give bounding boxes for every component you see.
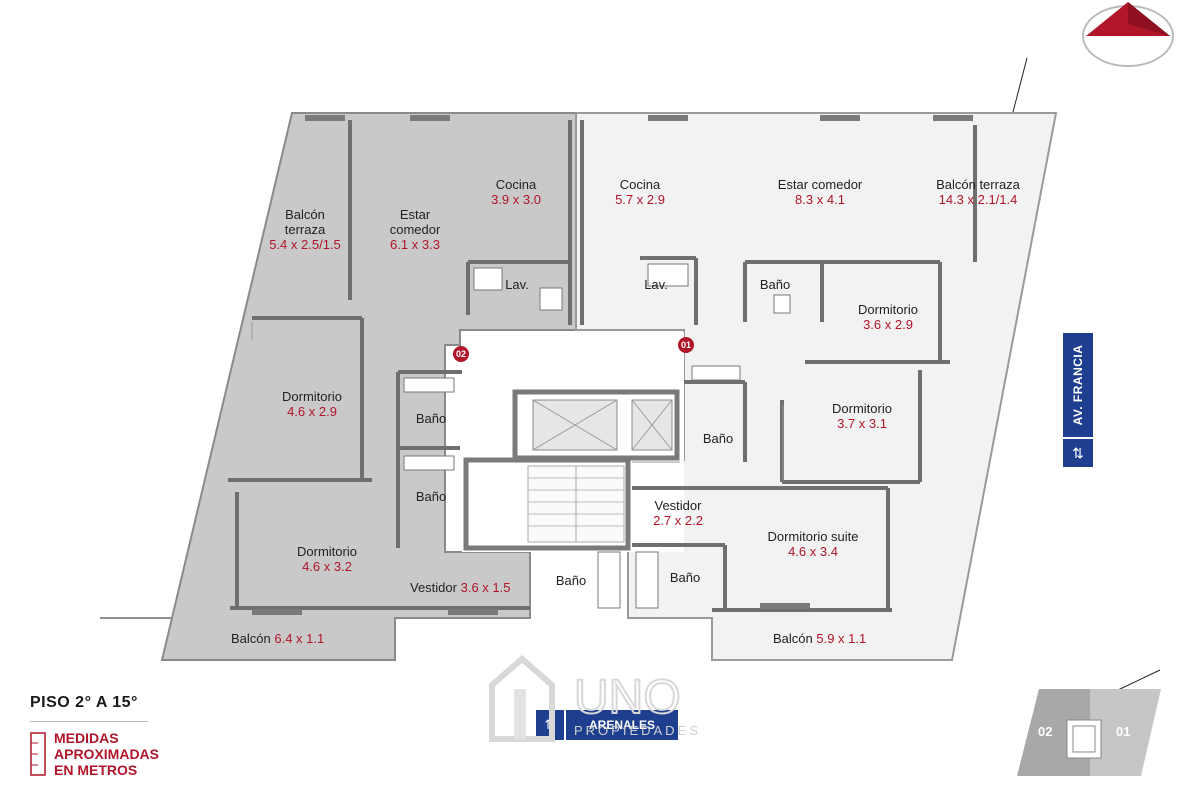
street-label-av-francia: AV. FRANCIA	[1063, 333, 1093, 437]
room-label: Cocina 3.9 x 3.0	[491, 177, 541, 207]
room-dimensions: 5.4 x 2.5/1.5	[269, 237, 341, 252]
room-label: Lav.	[505, 277, 529, 292]
room-label: Vestidor 2.7 x 2.2	[653, 498, 703, 528]
room-name: Baño	[702, 431, 734, 446]
room-name: Baño	[759, 277, 791, 292]
elevator-core	[512, 389, 680, 461]
room-label: Baño	[670, 570, 700, 585]
note-line: EN METROS	[54, 762, 138, 778]
room-label: Dormitorio 3.7 x 3.1	[832, 401, 892, 431]
room-dimensions: 3.6 x 1.5	[460, 580, 511, 595]
room-dimensions: 4.6 x 3.4	[788, 544, 838, 559]
street-name: AV. FRANCIA	[1071, 344, 1085, 426]
room-label: Balcón terraza 14.3 x 2.1/1.4	[936, 177, 1020, 207]
walls-unit-01	[580, 120, 977, 612]
room-label: Lav.	[644, 277, 668, 292]
walls-unit-02	[228, 120, 572, 610]
room-label: Baño	[416, 411, 446, 426]
room-name-line2: comedor	[389, 222, 441, 237]
room-name: Estar comedor	[777, 177, 863, 192]
room-label: Dormitorio 4.6 x 2.9	[282, 389, 342, 419]
room-name: Baño	[669, 570, 701, 585]
key-plan	[1017, 689, 1161, 776]
room-label: Balcón 6.4 x 1.1	[231, 631, 324, 646]
room-name: Dormitorio	[282, 389, 342, 404]
unit-badge-02: 02	[453, 346, 469, 362]
room-label: Estar comedor 8.3 x 4.1	[778, 177, 863, 207]
room-name-line1: Estar	[399, 207, 431, 222]
unit-01-area	[575, 112, 1058, 661]
street-direction-icon: ⇅	[1063, 439, 1093, 467]
room-dimensions: 4.6 x 2.9	[287, 404, 337, 419]
room-name: Vestidor	[410, 580, 457, 595]
room-dimensions: 6.4 x 1.1	[274, 631, 325, 646]
room-name: Dormitorio	[832, 401, 892, 416]
room-label: Baño	[703, 431, 733, 446]
fixtures	[403, 263, 791, 609]
room-name: Lav.	[505, 277, 529, 292]
room-name: Balcón	[773, 631, 813, 646]
room-name: Cocina	[495, 177, 537, 192]
room-dimensions: 5.7 x 2.9	[615, 192, 665, 207]
room-label: Estar comedor 6.1 x 3.3	[390, 207, 441, 252]
room-name: Dormitorio suite	[767, 529, 859, 544]
room-name: Dormitorio	[297, 544, 357, 559]
floor-title: PISO 2° A 15°	[30, 694, 138, 711]
uno-propiedades-logo: UNO PROPIEDADES	[489, 655, 701, 742]
room-dimensions: 2.7 x 2.2	[653, 513, 703, 528]
room-label: Baño	[416, 489, 446, 504]
windows	[252, 115, 973, 615]
unit-badge-01: 01	[678, 337, 694, 353]
room-name: Cocina	[619, 177, 661, 192]
key-plan-unit-02: 02	[1038, 724, 1053, 739]
note-line: MEDIDAS	[54, 730, 119, 746]
room-label: Cocina 5.7 x 2.9	[615, 177, 665, 207]
room-name: Baño	[415, 489, 447, 504]
logo-subtext: PROPIEDADES	[574, 723, 701, 738]
room-name: Baño	[555, 573, 587, 588]
room-label: Dormitorio 3.6 x 2.9	[858, 302, 918, 332]
room-dimensions: 3.7 x 3.1	[837, 416, 887, 431]
hatch-lines	[251, 322, 784, 480]
room-dimensions: 6.1 x 3.3	[390, 237, 440, 252]
room-name: Balcón terraza	[936, 177, 1020, 192]
room-label: Balcón 5.9 x 1.1	[773, 631, 866, 646]
note-line: APROXIMADAS	[54, 746, 160, 762]
room-name: Lav.	[644, 277, 668, 292]
room-dimensions: 5.9 x 1.1	[816, 631, 867, 646]
room-dimensions: 4.6 x 3.2	[302, 559, 352, 574]
room-label: Baño	[556, 573, 586, 588]
room-label: Vestidor 3.6 x 1.5	[410, 580, 510, 595]
divider	[30, 721, 148, 722]
room-name: Balcón	[231, 631, 271, 646]
room-name-line2: terraza	[284, 222, 326, 237]
stair-core	[463, 457, 631, 551]
room-dimensions: 8.3 x 4.1	[795, 192, 845, 207]
room-name: Vestidor	[654, 498, 702, 513]
street-label-arenales: ARENALES	[566, 710, 678, 740]
room-dimensions: 14.3 x 2.1/1.4	[938, 192, 1018, 207]
ruler-icon	[30, 732, 46, 776]
room-label: Baño	[760, 277, 790, 292]
measurement-note: MEDIDAS APROXIMADAS EN METROS	[54, 730, 159, 778]
site-line-right	[1117, 669, 1161, 691]
site-line-top	[1012, 57, 1028, 113]
room-name-line1: Balcón	[285, 207, 325, 222]
logo-text: UNO	[574, 671, 681, 724]
room-name: Baño	[415, 411, 447, 426]
room-dimensions: 3.6 x 2.9	[863, 317, 913, 332]
key-plan-unit-01: 01	[1116, 724, 1131, 739]
room-label: Dormitorio suite 4.6 x 3.4	[767, 529, 858, 559]
room-label: Balcón terraza 5.4 x 2.5/1.5	[269, 207, 341, 252]
room-label: Dormitorio 4.6 x 3.2	[297, 544, 357, 574]
room-name: Dormitorio	[858, 302, 918, 317]
room-dimensions: 3.9 x 3.0	[491, 192, 541, 207]
compass-icon	[1082, 2, 1174, 67]
